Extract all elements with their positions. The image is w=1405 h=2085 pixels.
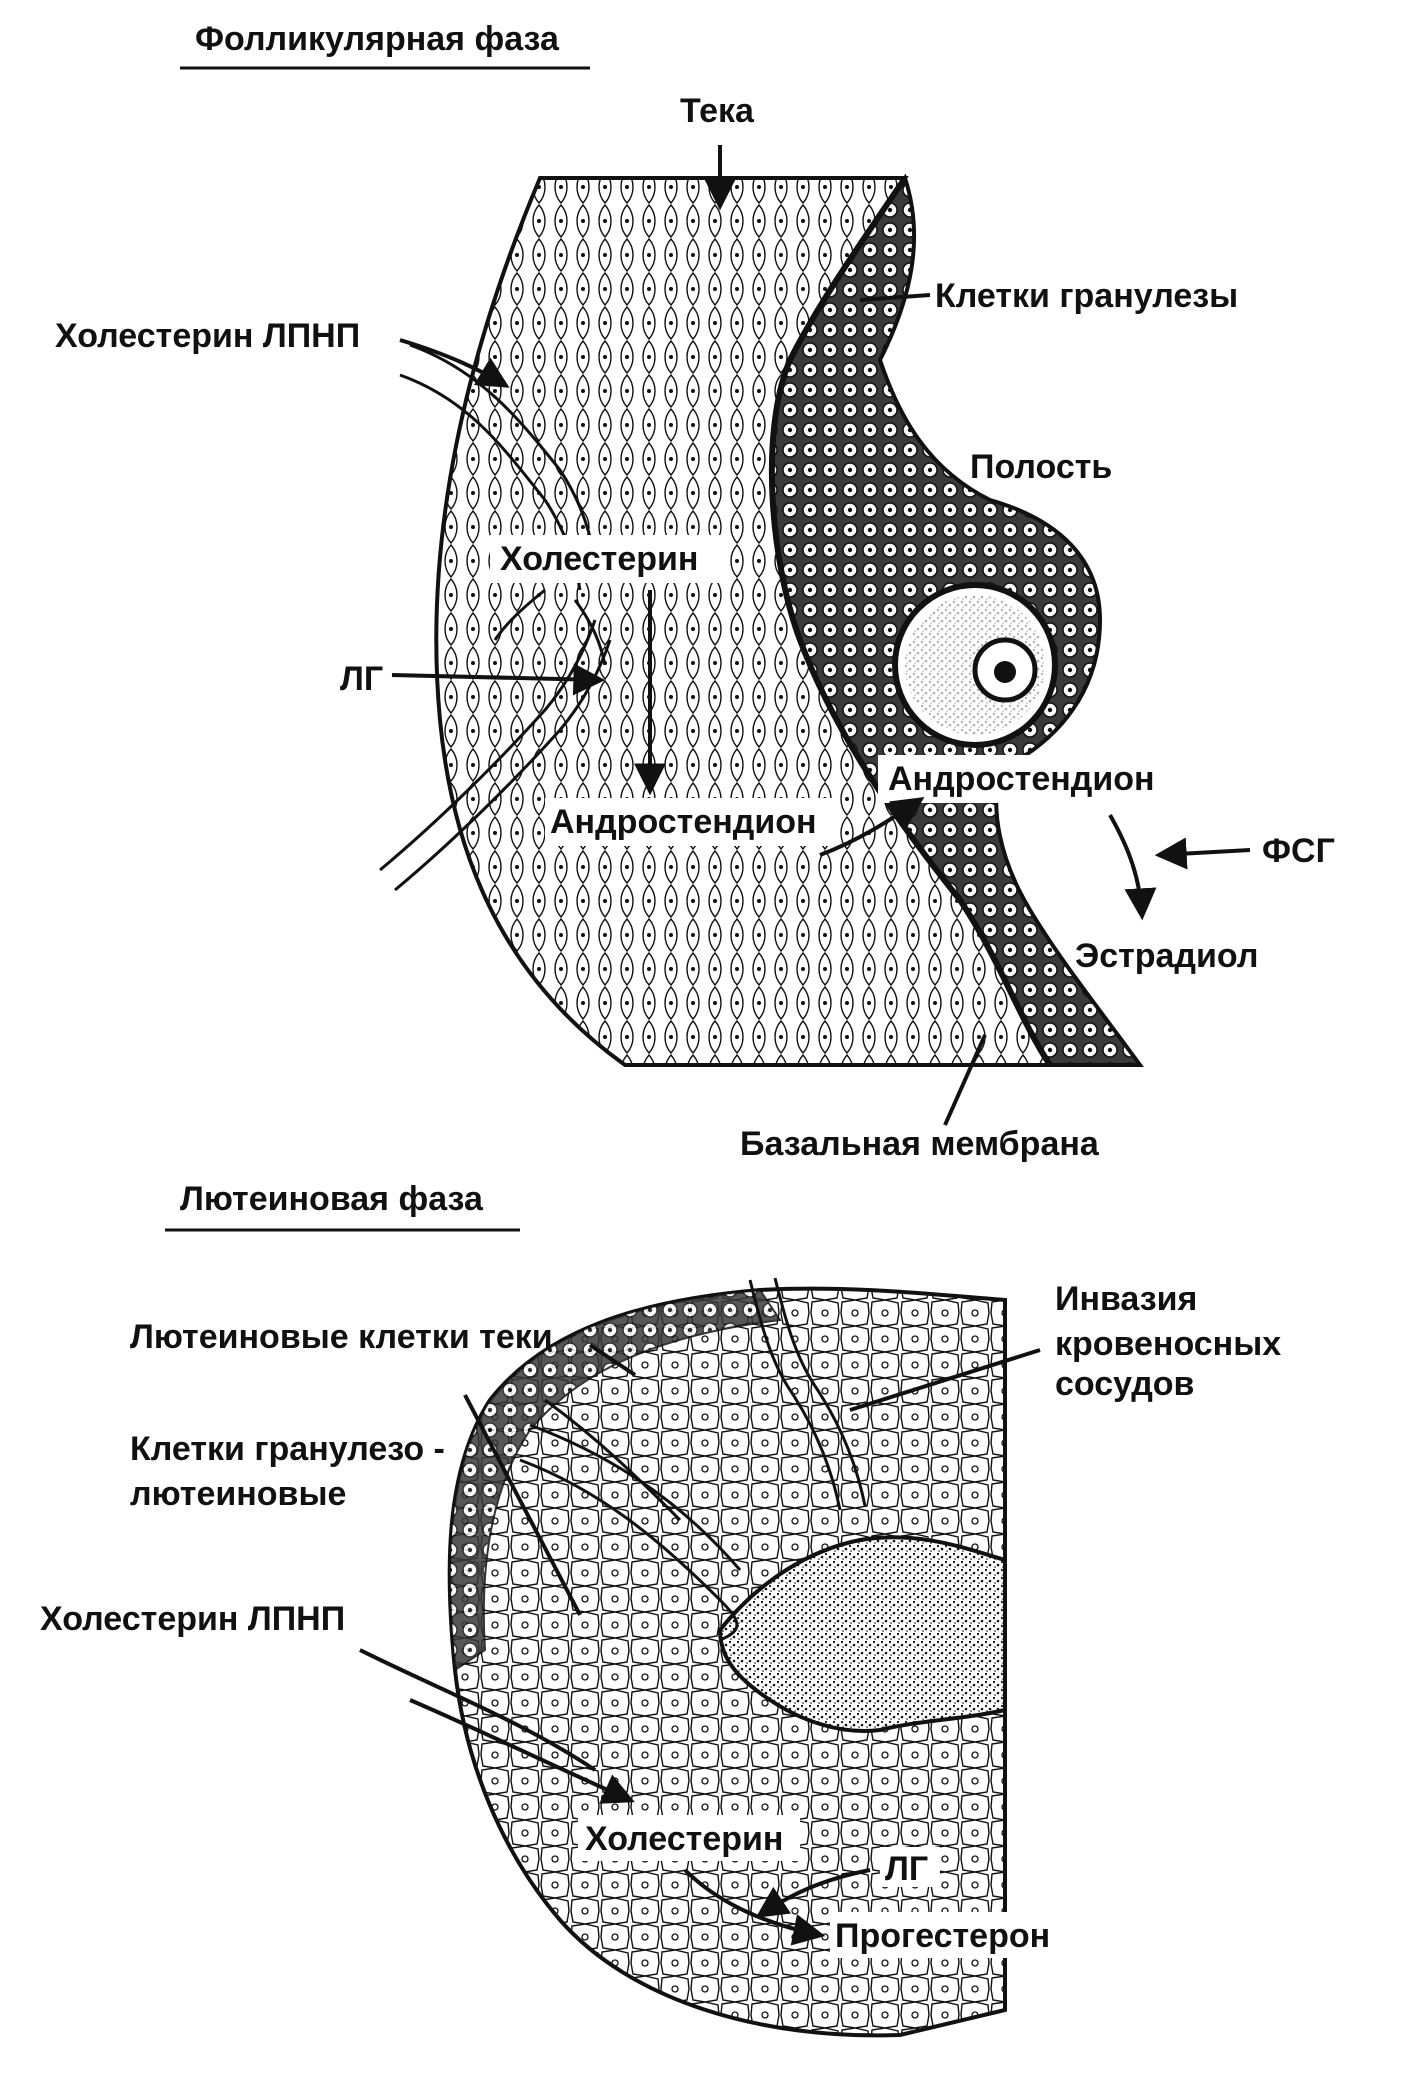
luteal-cholesterol-bg	[578, 1815, 800, 1861]
luteal-ldl-arrow	[409, 1698, 635, 1804]
follicular-title: Фолликулярная фаза	[195, 20, 560, 58]
blood-vessel-lower	[379, 619, 597, 872]
andro-to-estradiol-arrow	[1108, 814, 1157, 921]
blood-vessel-upper	[409, 343, 597, 561]
basal-membrane-pointer	[943, 1034, 987, 1126]
cholesterol-label: Холестерин	[500, 540, 698, 578]
basal-membrane-label: Базальная мембрана	[740, 1125, 1100, 1163]
estradiol-label: Эстрадиол	[1075, 937, 1258, 975]
cholesterol-ldl-label: Холестерин ЛПНП	[55, 317, 360, 355]
luteal-lh-label: ЛГ	[885, 1850, 928, 1888]
granulosa-lutein-pointer	[463, 1394, 582, 1616]
theca-lutein-pointer	[588, 1343, 637, 1377]
cholesterol-label-bg	[490, 535, 725, 583]
luteal-title: Лютеиновая фаза	[180, 1180, 484, 1218]
invasion-label-line3: сосудов	[1055, 1365, 1194, 1403]
fsh-arrow	[1154, 837, 1251, 870]
andro-transfer-arrow	[819, 797, 925, 857]
granulosa-pointer	[859, 293, 931, 302]
invasion-label-line2: кровеносных	[1055, 1325, 1281, 1363]
lh-arrow	[391, 663, 606, 696]
theca-lutein-label: Лютеиновые клетки теки	[130, 1318, 553, 1356]
invading-vessel-a	[748, 1279, 842, 1511]
vessel-branch-2	[573, 599, 607, 666]
invasion-pointer	[849, 1348, 1041, 1412]
lh-label: ЛГ	[340, 660, 383, 698]
granulosa-lutein-label-line2: лютеиновые	[130, 1475, 346, 1513]
oocyte	[892, 582, 1058, 748]
granulosa-lutein-label-line1: Клетки гранулезо -	[130, 1430, 445, 1468]
invading-vessel-b	[773, 1277, 867, 1507]
androstenedione-left-label: Андростендион	[550, 803, 817, 841]
septum-1	[519, 1458, 739, 1642]
progesterone-bg	[830, 1912, 1058, 1958]
luteal-cholesterol-label: Холестерин	[585, 1820, 783, 1858]
androstenedione-right-bg	[878, 755, 1178, 803]
follicular-phase-panel: Фолликулярная фаза	[55, 20, 1335, 1163]
central-cavity	[717, 1535, 1007, 1733]
ldl-arrow	[399, 338, 510, 388]
progesterone-label: Прогестерон	[835, 1917, 1050, 1955]
cavity-label: Полость	[970, 448, 1112, 486]
basal-membrane-line	[768, 176, 1053, 1067]
invading-vessel-c	[544, 1398, 682, 1522]
theca-label: Тека	[680, 92, 755, 130]
invasion-label-line1: Инвазия	[1055, 1280, 1197, 1318]
luteal-phase-panel: Лютеиновая фаза Лютеиновые клетки теки И…	[40, 1180, 1281, 2038]
luteal-lh-arrow	[755, 1868, 871, 1918]
theca-lutein-rim	[448, 1288, 782, 1672]
granulosa-label: Клетки гранулезы	[935, 277, 1238, 315]
luteal-cholesterol-ldl-label: Холестерин ЛПНП	[40, 1600, 345, 1638]
fsh-label: ФСГ	[1262, 832, 1335, 870]
androstenedione-left-bg	[545, 798, 840, 846]
chol-to-progesterone-arrow	[683, 1868, 826, 1946]
ldl-vessel-a	[359, 1648, 597, 1772]
vessel-branch-1	[493, 588, 546, 641]
androstenedione-right-label: Андростендион	[888, 760, 1155, 798]
luteal-lh-bg	[880, 1847, 940, 1887]
